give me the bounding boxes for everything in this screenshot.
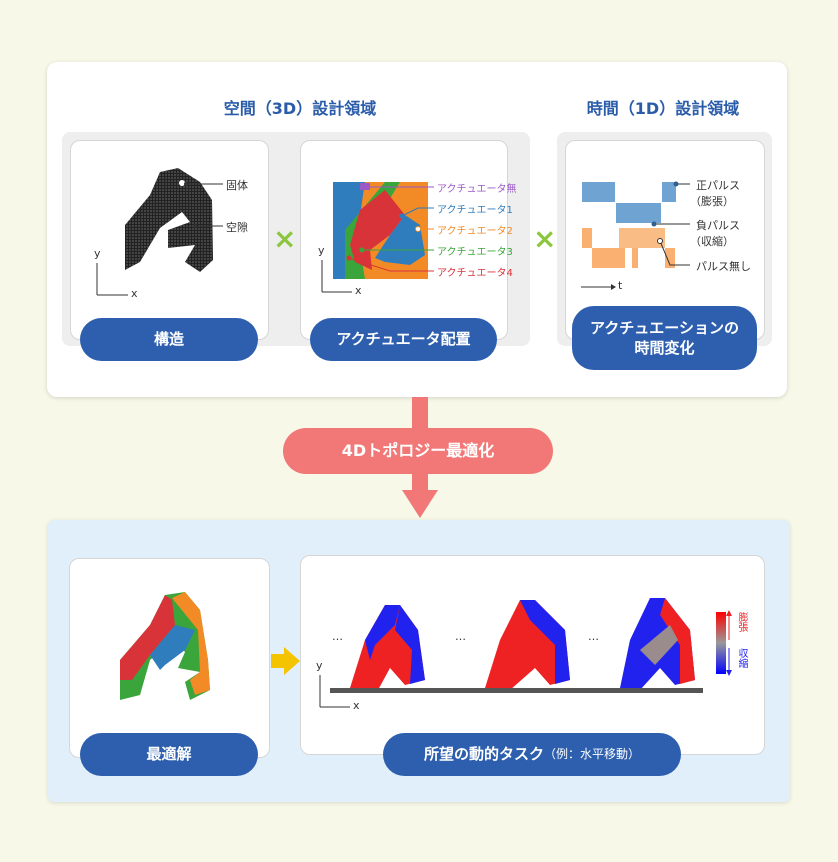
axis-y: y <box>316 659 323 672</box>
negative-pulse-sub: （収縮） <box>690 235 734 248</box>
axis-x: x <box>355 284 362 297</box>
ellipsis-2: … <box>455 630 466 643</box>
actuation-label-line1: アクチュエーションの <box>590 318 739 337</box>
positive-pulse-label: 正パルス <box>696 179 740 192</box>
structure-shape <box>96 168 223 296</box>
ellipsis-3: … <box>588 630 599 643</box>
legend-actuator-1: アクチュエータ1 <box>437 205 513 216</box>
time-heading: 時間（1D）設計領域 <box>586 99 740 118</box>
optimal-shape <box>120 592 210 700</box>
optimal-solution-button[interactable]: 最適解 <box>80 733 258 776</box>
right-arrow-icon <box>271 647 300 675</box>
axis-x: x <box>353 699 360 712</box>
dynamic-task-button[interactable]: 所望の動的タスク（例：水平移動） <box>383 733 681 776</box>
times-icon: × <box>533 222 557 255</box>
contract-label: 収縮 <box>736 648 747 668</box>
down-arrow-icon <box>402 474 438 518</box>
frame-3 <box>620 598 695 690</box>
ellipsis-1: … <box>332 630 343 643</box>
solid-label: 固体 <box>226 179 248 192</box>
times-icon: × <box>273 222 297 255</box>
task-animation <box>319 598 732 708</box>
expand-label: 膨張 <box>736 612 747 632</box>
axis-y: y <box>318 244 325 257</box>
legend-actuator-3: アクチュエータ3 <box>437 247 513 258</box>
structure-button[interactable]: 構造 <box>80 318 258 361</box>
axis-x: x <box>131 287 138 300</box>
actuation-time-button[interactable]: アクチュエーションの 時間変化 <box>572 306 757 370</box>
legend-no-actuator: アクチュエータ無 <box>437 184 517 195</box>
task-example: （例：水平移動） <box>544 747 641 762</box>
pulse-chart <box>581 181 690 290</box>
void-label: 空隙 <box>226 221 248 234</box>
actuator-placement-button[interactable]: アクチュエータ配置 <box>310 318 497 361</box>
negative-pulse-label: 負パルス <box>696 219 740 232</box>
task-label: 所望の動的タスク <box>423 745 544 764</box>
no-pulse-label: パルス無し <box>696 260 751 273</box>
positive-pulse-sub: （膨張） <box>690 195 734 208</box>
frame-2 <box>485 600 570 690</box>
actuation-label-line2: 時間変化 <box>634 339 695 357</box>
t-axis-label: t <box>618 279 623 292</box>
legend-actuator-4: アクチュエータ4 <box>437 268 513 279</box>
optimize-button[interactable]: 4Dトポロジー最適化 <box>283 428 553 474</box>
frame-1 <box>350 605 425 690</box>
legend-actuator-2: アクチュエータ2 <box>437 226 513 237</box>
axis-y: y <box>94 247 101 260</box>
actuator-map <box>321 182 434 293</box>
space-heading: 空間（3D）設計領域 <box>223 99 377 118</box>
